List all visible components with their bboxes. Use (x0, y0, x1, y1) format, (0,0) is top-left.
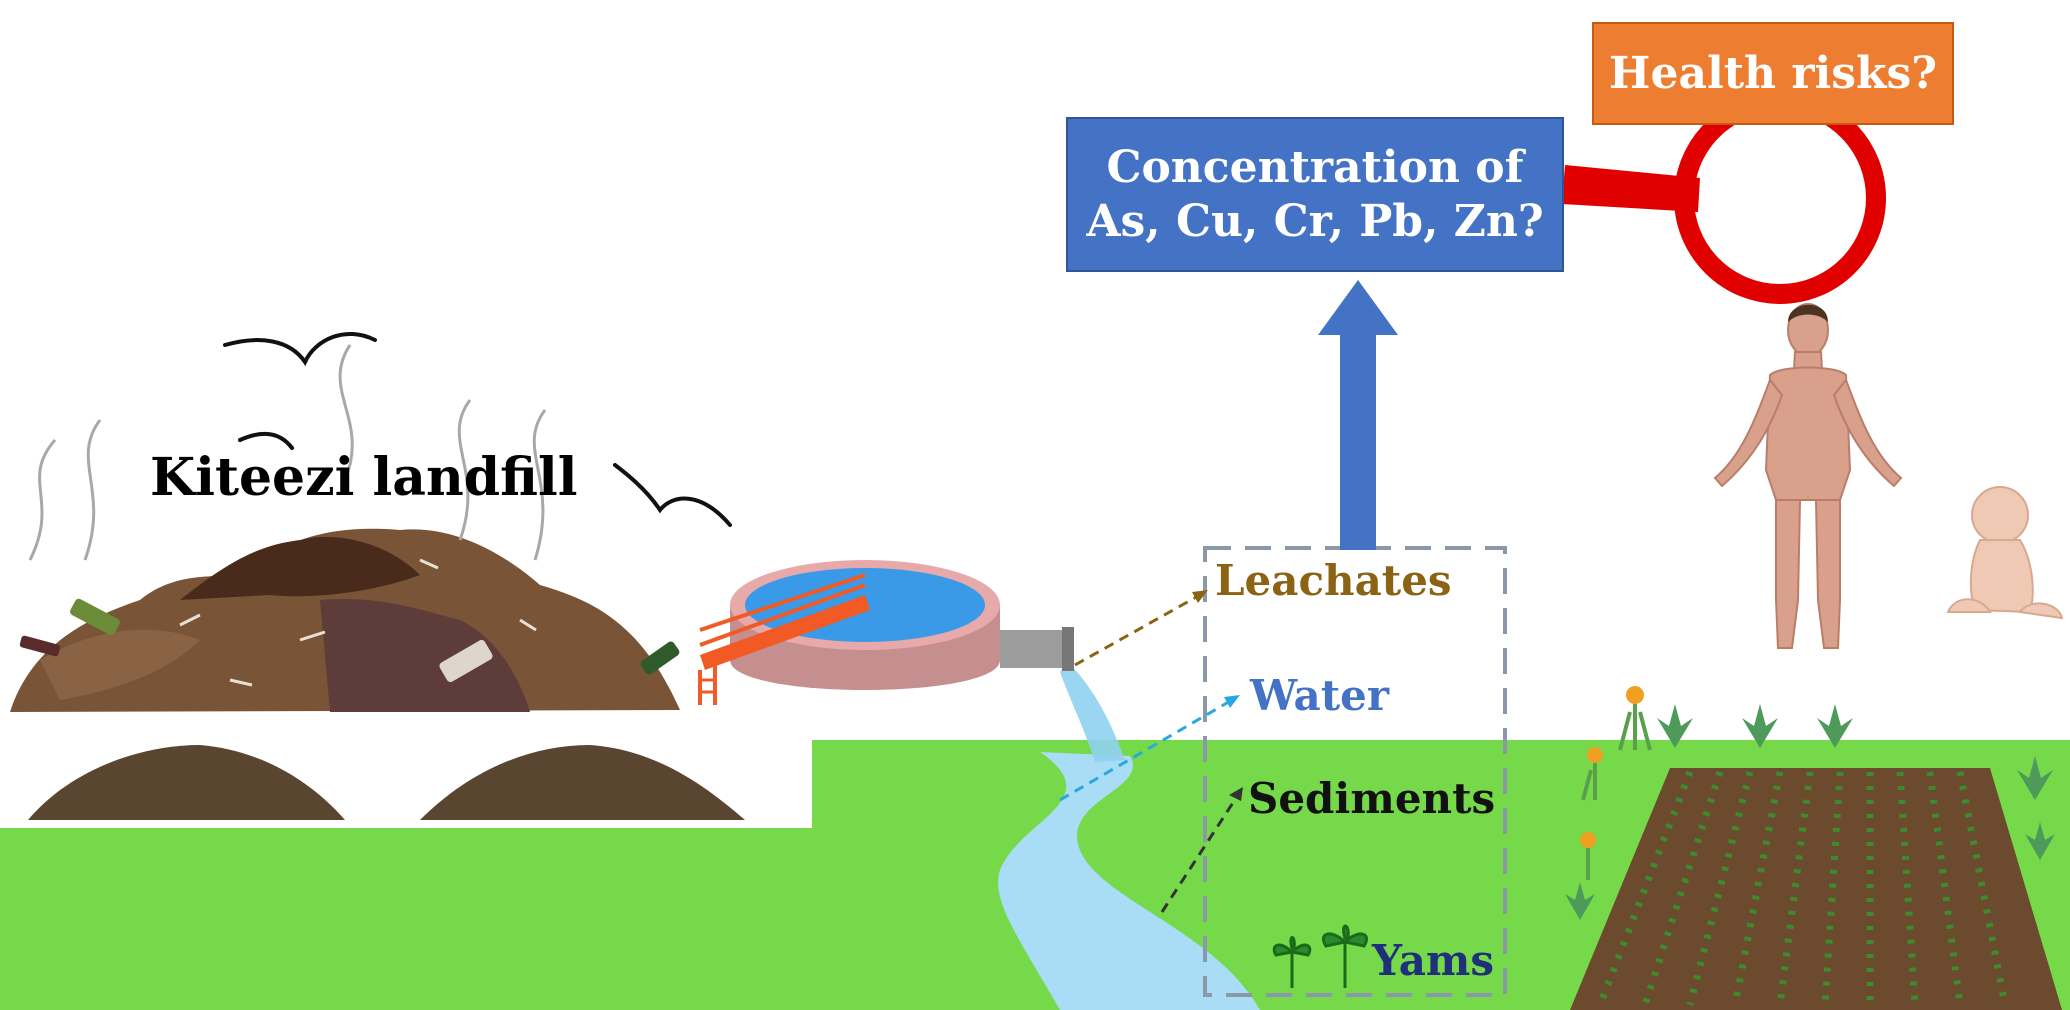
yams-label: Yams (1372, 936, 1495, 985)
soil-mound-right (420, 745, 745, 820)
leachates-pointer (1074, 590, 1208, 667)
concentration-line-1: Concentration of (1106, 141, 1524, 193)
odor-lines (28, 344, 547, 561)
landfill-waste-pile (10, 528, 680, 712)
adult-hair (1788, 304, 1828, 322)
sample-frame (1203, 546, 1507, 997)
crop-field (1570, 768, 2062, 1010)
river (998, 752, 1260, 1010)
water-pointer (1059, 695, 1240, 802)
flower-plants (1580, 686, 1652, 880)
up-arrow-icon (1318, 280, 1398, 550)
adult-human-figure (1713, 303, 1903, 649)
concentration-box: Concentration of As, Cu, Cr, Pb, Zn? (1066, 117, 1564, 272)
magnifier-icon (1562, 92, 1886, 304)
landfill-title: Kiteezi landfill (150, 447, 578, 508)
water-label: Water (1250, 671, 1389, 720)
leachates-label: Leachates (1215, 556, 1452, 605)
sediments-pointer (1160, 787, 1243, 913)
health-risks-box: Health risks? (1592, 22, 1954, 125)
agave-plants (1565, 704, 2055, 920)
yam-plant-icon (1272, 924, 1369, 988)
concentration-line-2: As, Cu, Cr, Pb, Zn? (1086, 195, 1544, 247)
soil-mound-left (28, 745, 345, 820)
baby-figure (1946, 486, 2064, 620)
sediments-label: Sediments (1248, 774, 1496, 823)
treatment-tank (698, 560, 1074, 705)
bird-icons (223, 331, 732, 527)
waterfall (1060, 662, 1125, 762)
